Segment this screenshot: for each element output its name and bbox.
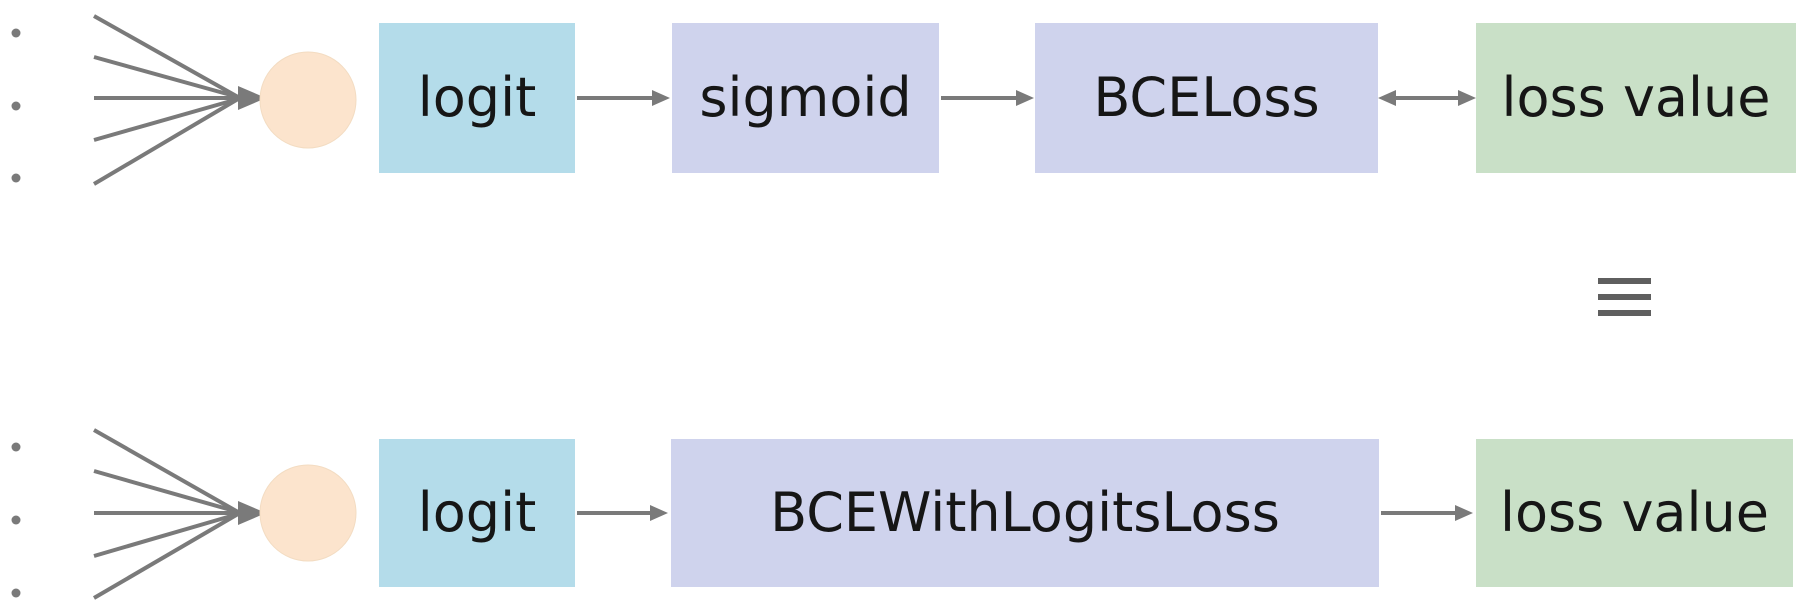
arrow-left-icon — [1378, 90, 1396, 106]
input-line — [93, 428, 239, 514]
neuron-circle-top — [259, 51, 357, 149]
node-label: logit — [417, 66, 537, 129]
arrow-bceloss-lossvalue-bidirectional — [1378, 90, 1476, 106]
node-label: loss value — [1501, 66, 1771, 129]
arrow-bcewithlogits-to-lossvalue — [1381, 505, 1473, 521]
arrow-logit-to-sigmoid — [577, 90, 670, 106]
node-loss-value-top: loss value — [1476, 23, 1796, 173]
node-bceloss: BCELoss — [1035, 23, 1378, 173]
node-label: sigmoid — [699, 66, 912, 129]
input-line — [93, 97, 239, 142]
node-bcewithlogitsloss: BCEWithLogitsLoss — [671, 439, 1379, 587]
input-line — [93, 512, 239, 558]
dot-icon — [11, 515, 21, 525]
input-line — [92, 512, 240, 600]
arrow-sigmoid-to-bceloss — [941, 90, 1034, 106]
neuron-circle-bottom — [259, 464, 357, 562]
node-label: loss value — [1500, 481, 1769, 544]
input-line — [92, 97, 240, 186]
input-line — [93, 55, 239, 99]
arrow-right-icon — [1016, 90, 1034, 106]
node-logit-bottom: logit — [379, 439, 575, 587]
equiv-bar — [1598, 294, 1651, 300]
dot-icon — [11, 101, 21, 111]
input-fan-top — [92, 14, 266, 186]
equiv-bar — [1598, 310, 1651, 316]
arrow-right-icon — [1455, 505, 1473, 521]
arrow-logit-to-bcewithlogits — [577, 505, 668, 521]
arrow-right-icon — [238, 86, 266, 110]
node-logit-top: logit — [379, 23, 575, 173]
arrow-right-icon — [652, 90, 670, 106]
dot-icon — [11, 588, 21, 598]
input-dots-bottom-icon — [11, 442, 21, 598]
input-fan-bottom — [92, 428, 266, 600]
node-label: BCELoss — [1093, 66, 1320, 129]
input-line — [93, 14, 239, 99]
node-loss-value-bottom: loss value — [1476, 439, 1793, 587]
equivalence-icon — [1598, 278, 1651, 316]
arrow-right-icon — [1458, 90, 1476, 106]
node-label: logit — [417, 481, 537, 544]
input-line — [93, 469, 239, 514]
dot-icon — [11, 173, 21, 183]
dot-icon — [11, 442, 21, 452]
arrow-right-icon — [650, 505, 668, 521]
input-dots-top-icon — [11, 28, 21, 183]
dot-icon — [11, 28, 21, 38]
arrow-right-icon — [238, 501, 266, 525]
node-label: BCEWithLogitsLoss — [770, 481, 1280, 544]
node-sigmoid: sigmoid — [672, 23, 939, 173]
equiv-bar — [1598, 278, 1651, 284]
